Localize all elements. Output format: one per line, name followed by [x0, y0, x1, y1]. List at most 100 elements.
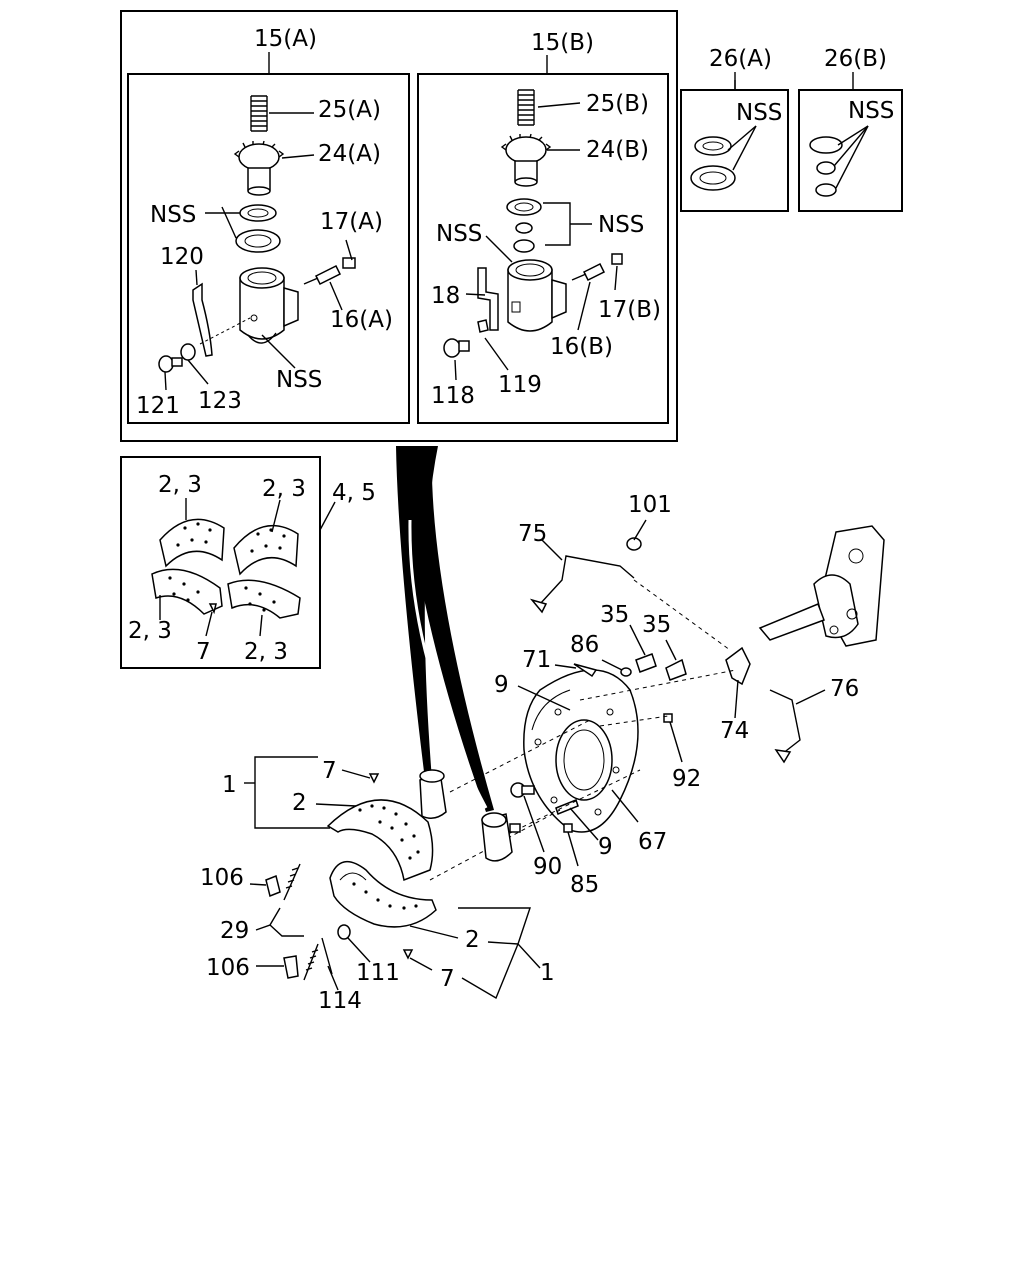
label-114: 114 — [318, 988, 362, 1014]
cap-17a — [342, 257, 356, 269]
connector-74 — [725, 646, 751, 686]
label-111: 111 — [356, 960, 400, 986]
bracket-120 — [192, 282, 213, 357]
backing-plate-67 — [523, 669, 639, 833]
washer-119 — [477, 319, 489, 333]
label-9b: 9 — [598, 834, 613, 860]
label-90: 90 — [533, 854, 562, 880]
bleeder-16b — [571, 262, 606, 282]
spring-29-upper — [283, 863, 301, 901]
label-92: 92 — [672, 766, 701, 792]
pipe-75 — [539, 555, 635, 605]
label-106a: 106 — [200, 865, 244, 891]
lining-br — [227, 579, 301, 619]
label-85: 85 — [570, 872, 599, 898]
gear-24a — [233, 140, 285, 196]
cylinder-installed-a — [419, 769, 447, 819]
label-7a: 7 — [322, 758, 337, 784]
label-123: 123 — [198, 388, 242, 414]
label-nss-a2: NSS — [276, 367, 322, 393]
label-67: 67 — [638, 829, 667, 855]
label-2-3-tr: 2, 3 — [262, 476, 306, 502]
label-76: 76 — [830, 676, 859, 702]
label-nss-b2: NSS — [598, 212, 644, 238]
label-7b: 7 — [440, 966, 455, 992]
box-15b — [417, 73, 669, 424]
label-17b: 17(B) — [598, 297, 661, 323]
label-4-5: 4, 5 — [332, 480, 376, 506]
bracket-18 — [477, 267, 499, 331]
cap-17b — [611, 253, 623, 265]
box-26b — [798, 89, 903, 212]
label-24a: 24(A) — [318, 141, 381, 167]
washer-86 — [620, 667, 632, 677]
gear-24b — [500, 133, 552, 187]
seal-kit-26 — [680, 72, 903, 212]
bolt-35b — [665, 658, 687, 681]
seal-nss-a — [235, 204, 281, 253]
label-2-3-tl: 2, 3 — [158, 472, 202, 498]
pin-114 — [321, 937, 333, 975]
label-71: 71 — [522, 647, 551, 673]
bolt-90 — [510, 782, 535, 798]
shoe-upper — [326, 799, 434, 882]
label-35a: 35 — [600, 602, 629, 628]
label-35b: 35 — [642, 612, 671, 638]
spring-25a — [250, 95, 268, 132]
rivet-7-upper — [368, 773, 380, 784]
label-121: 121 — [136, 393, 180, 419]
label-26a: 26(A) — [709, 46, 772, 72]
lining-bl — [151, 568, 223, 615]
bolt-118 — [443, 338, 470, 358]
label-1a: 1 — [222, 772, 237, 798]
outer-box-15 — [120, 10, 678, 442]
lining-group — [120, 456, 336, 669]
label-74: 74 — [720, 718, 749, 744]
label-119: 119 — [498, 372, 542, 398]
part-labels: 15(A) 15(B) 25(A) 24(A) NSS 17(A) 120 16… — [128, 26, 894, 1014]
label-2b: 2 — [465, 927, 480, 953]
nut-85 — [563, 823, 573, 833]
lining-tl — [159, 518, 225, 568]
wheel-cylinder-group — [120, 10, 678, 442]
label-26b: 26(B) — [824, 46, 887, 72]
pipe-76 — [769, 689, 801, 755]
label-16a: 16(A) — [330, 307, 393, 333]
label-120: 120 — [160, 244, 204, 270]
callout-sweeps — [396, 446, 494, 812]
label-2-3-bl: 2, 3 — [128, 618, 172, 644]
label-15b: 15(B) — [531, 30, 594, 56]
label-24b: 24(B) — [586, 137, 649, 163]
adjuster-106-lower — [283, 955, 299, 979]
box-lining — [120, 456, 321, 669]
nut-111 — [337, 924, 351, 940]
shoe-lower — [329, 861, 437, 928]
label-25a: 25(A) — [318, 97, 381, 123]
seal-nss-b — [506, 198, 542, 253]
brake-assembly — [265, 525, 885, 981]
nut-101 — [626, 537, 642, 551]
label-9a: 9 — [494, 672, 509, 698]
label-25b: 25(B) — [586, 91, 649, 117]
label-106b: 106 — [206, 955, 250, 981]
cylinder-installed-b — [481, 812, 521, 862]
bleeder-16a — [303, 264, 342, 286]
rivet-7-lower — [402, 949, 414, 960]
adjuster-106-upper — [265, 874, 281, 898]
spring-29-lower — [303, 943, 319, 981]
leader-lines — [159, 80, 869, 1000]
label-2a: 2 — [292, 790, 307, 816]
label-118: 118 — [431, 383, 475, 409]
rivet-7-box — [208, 603, 217, 615]
label-29: 29 — [220, 918, 249, 944]
label-nss-b1: NSS — [436, 221, 482, 247]
label-16b: 16(B) — [550, 334, 613, 360]
label-nss-26a: NSS — [736, 100, 782, 126]
label-17a: 17(A) — [320, 209, 383, 235]
lining-tr — [233, 525, 299, 576]
steering-knuckle — [758, 525, 885, 647]
label-nss-a1: NSS — [150, 202, 196, 228]
label-101: 101 — [628, 492, 672, 518]
label-nss-26b: NSS — [848, 98, 894, 124]
